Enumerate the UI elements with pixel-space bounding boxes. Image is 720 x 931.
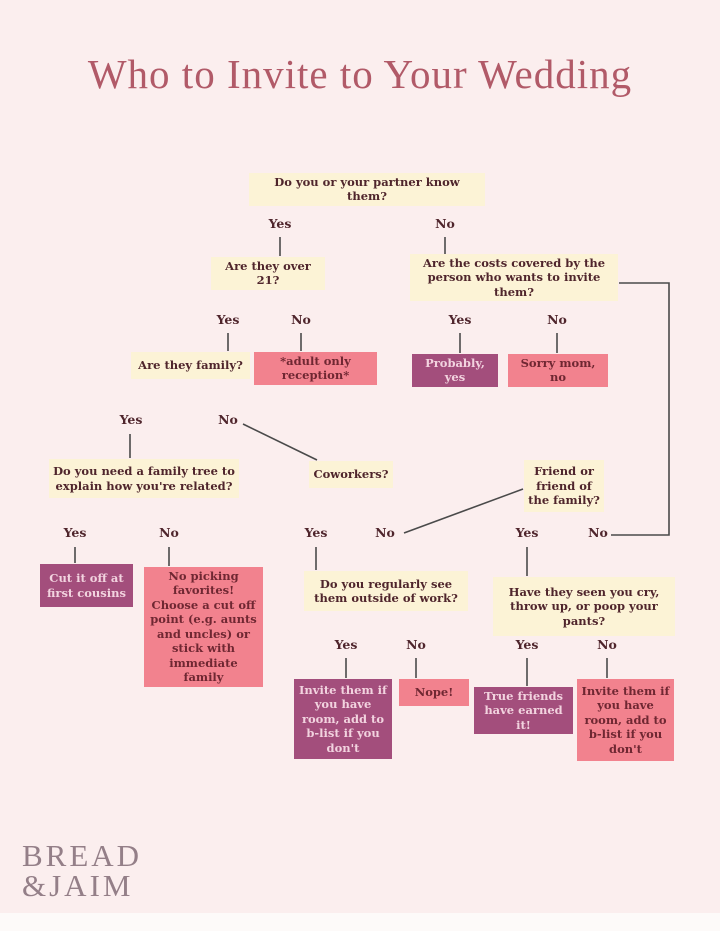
edge-label-tree-yes: Yes: [63, 525, 87, 540]
edge-label-coworkers-yes: Yes: [304, 525, 328, 540]
edge-label-family-yes: Yes: [119, 412, 143, 427]
node-answer-invite-blist-work: Invite them if you have room, add to b-l…: [294, 679, 392, 759]
page-title: Who to Invite to Your Wedding: [87, 51, 633, 97]
edge-label-costs-yes: Yes: [448, 312, 472, 327]
node-question-over-21: Are they over 21?: [211, 257, 325, 290]
node-question-costs-covered: Are the costs covered by the person who …: [410, 254, 618, 302]
node-question-know-them: Do you or your partner know them?: [249, 173, 485, 206]
edge-line-loop: [611, 282, 670, 536]
brand-logo: BREAD &JAIM: [22, 838, 143, 904]
node-answer-sorry-mom-no: Sorry mom, no: [508, 354, 608, 387]
node-answer-true-friends: True friends have earned it!: [474, 687, 573, 735]
node-answer-nope: Nope!: [399, 679, 469, 706]
edge-label-coworkers-no: No: [375, 525, 395, 540]
node-answer-invite-blist-friend: Invite them if you have room, add to b-l…: [577, 679, 674, 761]
node-question-are-they-family: Are they family?: [131, 352, 250, 379]
edge-label-friend-yes: Yes: [515, 525, 539, 540]
edge-line: [403, 488, 524, 534]
edge-label-costs-no: No: [547, 312, 567, 327]
node-question-seen-you-cry: Have they seen you cry, throw up, or poo…: [493, 577, 675, 636]
node-answer-no-picking-favorites: No picking favorites! Choose a cut off p…: [144, 567, 263, 687]
edge-label-cry-no: No: [597, 637, 617, 652]
node-answer-adult-only-reception: *adult only reception*: [254, 352, 377, 385]
bottom-margin-strip: [0, 913, 720, 931]
brand-logo-line1: BREAD: [22, 838, 143, 873]
edge-label-know-yes: Yes: [268, 216, 292, 231]
node-question-friend-of-family: Friend or friend of the family?: [524, 460, 604, 512]
edge-label-cry-yes: Yes: [515, 637, 539, 652]
edge-label-work-no: No: [406, 637, 426, 652]
node-answer-first-cousins: Cut it off at first cousins: [40, 564, 133, 607]
edge-label-over21-no: No: [291, 312, 311, 327]
brand-logo-line2: &JAIM: [22, 868, 134, 904]
node-question-family-tree: Do you need a family tree to explain how…: [49, 459, 239, 498]
edge-label-tree-no: No: [159, 525, 179, 540]
edge-label-know-no: No: [435, 216, 455, 231]
edge-line: [242, 423, 318, 461]
node-answer-probably-yes: Probably, yes: [412, 354, 498, 387]
edge-label-work-yes: Yes: [334, 637, 358, 652]
node-question-outside-of-work: Do you regularly see them outside of wor…: [304, 571, 468, 611]
edge-label-friend-no: No: [588, 525, 608, 540]
node-question-coworkers: Coworkers?: [309, 461, 393, 488]
edge-label-over21-yes: Yes: [216, 312, 240, 327]
edge-label-family-no: No: [218, 412, 238, 427]
